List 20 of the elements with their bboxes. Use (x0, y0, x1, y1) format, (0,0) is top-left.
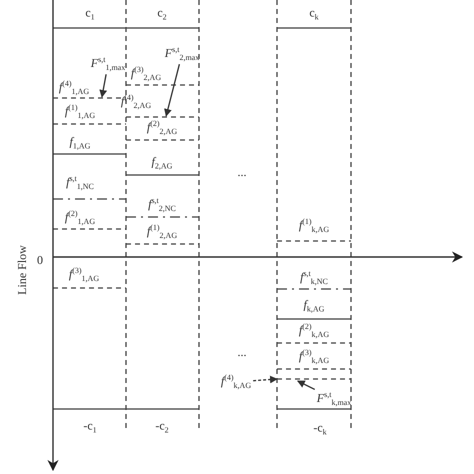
leader-arrow (164, 64, 180, 117)
math-label: f$_{k,AG}$ (304, 298, 324, 314)
leader-arrow (99, 74, 108, 98)
math-label: c$_{1}$ (85, 6, 95, 22)
axis-label: Line Flow (16, 245, 28, 295)
math-label: -c$_{2}$ (155, 419, 169, 435)
math-label: f$_{1,AG}$ (70, 135, 90, 151)
math-label: -c$_{k}$ (313, 421, 327, 437)
math-label: c$_{k}$ (309, 6, 319, 22)
dashed-boundary-line (277, 378, 351, 380)
leader-arrow (297, 380, 316, 390)
math-label: ... (238, 166, 246, 178)
leader-arrow (253, 376, 278, 384)
math-label: ... (238, 346, 246, 358)
dashed-boundary-line (126, 116, 199, 118)
math-label: f$_{2,AG}$ (152, 155, 172, 171)
math-label: -c$_{1}$ (83, 419, 97, 435)
math-label: c$_{2}$ (157, 6, 167, 22)
dashed-boundary-line (53, 97, 126, 99)
axis-tick-label: 0 (37, 254, 43, 266)
